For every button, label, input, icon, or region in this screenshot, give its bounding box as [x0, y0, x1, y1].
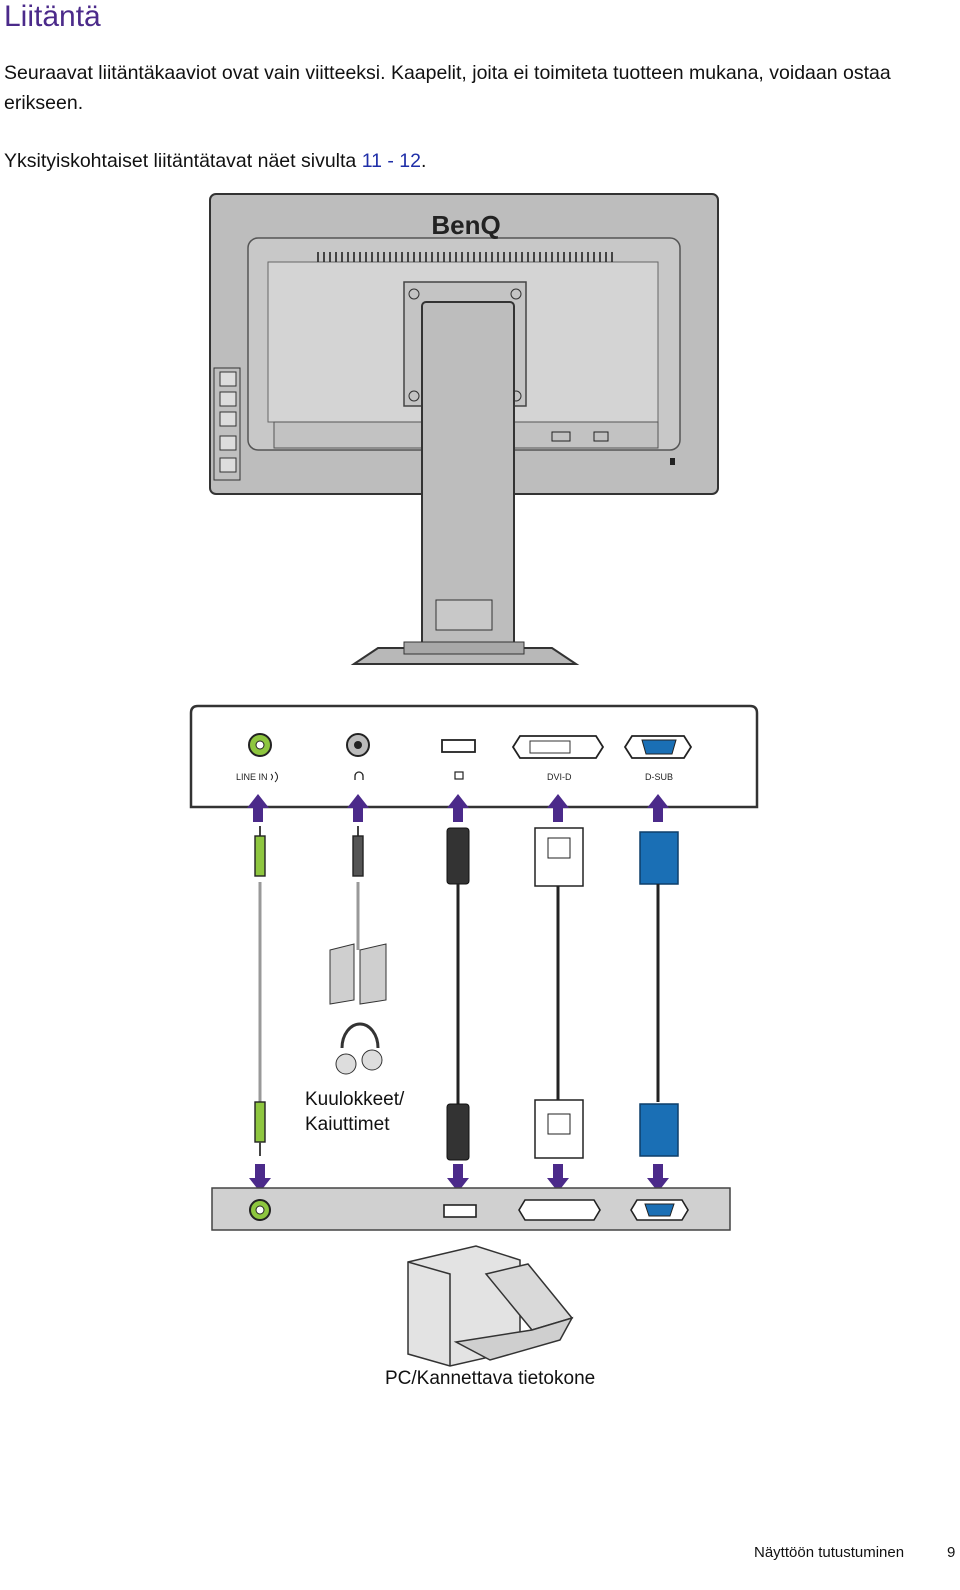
page-reference-link[interactable]: 11 - 12: [361, 150, 421, 172]
dvi-label: DVI-D: [547, 772, 572, 782]
brand-logo: BenQ: [431, 210, 500, 240]
monitor-back: BenQ: [209, 193, 719, 665]
computer-arrows: [249, 1164, 669, 1192]
details-prefix: Yksityiskohtaiset liitäntätavat näet siv…: [4, 150, 362, 172]
footer-section: Näyttöön tutustuminen: [754, 1544, 905, 1561]
headphone-cable: [352, 826, 364, 950]
displayport-port: [441, 739, 476, 753]
audio-wave-icon: [270, 771, 278, 783]
computer-illustration: [407, 1245, 574, 1367]
audio-label-line2: Kaiuttimet: [305, 1114, 390, 1135]
displayport-icon: [454, 771, 464, 780]
dsub-label: D-SUB: [645, 772, 673, 782]
headphone-icon: [354, 771, 364, 780]
computer-label: PC/Kannettava tietokone: [385, 1368, 596, 1389]
intro-paragraph: Seuraavat liitäntäkaaviot ovat vain viit…: [4, 62, 891, 114]
headphones-icon: [335, 1022, 383, 1075]
speakers-icon: [329, 943, 387, 1005]
monitor-arrows: [247, 794, 669, 822]
details-suffix: .: [420, 150, 427, 172]
page-number: 9: [947, 1544, 956, 1561]
computer-port-panel: [211, 1187, 731, 1231]
connection-diagram: BenQ LINE IN: [189, 193, 759, 1367]
page-title: Liitäntä: [4, 0, 101, 33]
monitor-port-panel: LINE IN DVI-D D-SUB: [189, 704, 759, 809]
line-in-cable: [254, 826, 266, 1156]
displayport-cable: [446, 827, 470, 1161]
audio-label-line1: Kuulokkeet/: [305, 1089, 405, 1110]
line-in-label: LINE IN: [236, 772, 268, 782]
audio-devices-label: Kuulokkeet/ Kaiuttimet: [305, 1087, 404, 1137]
dvi-port: [511, 735, 605, 759]
dsub-cable: [639, 831, 679, 1157]
dvi-cable: [534, 827, 584, 1159]
details-paragraph: Yksityiskohtaiset liitäntätavat näet siv…: [4, 146, 426, 176]
